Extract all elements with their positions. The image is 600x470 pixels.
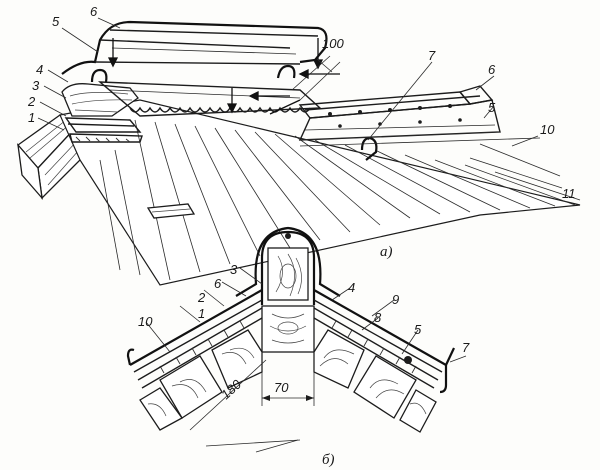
view-b: 1 2 3 4 5 6 7 8 9 10 180 70 б): [126, 226, 470, 468]
callout-b-1: 1: [198, 306, 205, 321]
center-block: [261, 305, 315, 353]
scalloped-strip: [98, 81, 322, 117]
dimension-b-70: 70: [274, 380, 289, 395]
callout-a-5b: 5: [488, 100, 496, 115]
callout-a-7: 7: [428, 48, 436, 63]
callout-b-4: 4: [348, 280, 355, 295]
callout-a-10: 10: [540, 122, 555, 137]
callout-a-5: 5: [52, 14, 60, 29]
callout-b-9: 9: [392, 292, 399, 307]
caption-b: б): [322, 452, 335, 468]
callout-b-10: 10: [138, 314, 153, 329]
installed-ridge: [298, 85, 561, 177]
left-slope: [126, 289, 263, 431]
right-slope: [313, 289, 455, 433]
rafter-end: [17, 114, 81, 201]
callout-b-8: 8: [374, 310, 382, 325]
ridge-cap-lifted: [61, 20, 328, 83]
rivets: [328, 104, 462, 128]
callout-b-2: 2: [197, 290, 206, 305]
dimension-a-100: 100: [322, 36, 344, 51]
callout-a-4: 4: [36, 62, 43, 77]
dimension-100: [291, 55, 341, 101]
callout-a-6b: 6: [488, 62, 496, 77]
callout-b-3: 3: [230, 262, 238, 277]
callout-a-11: 11: [562, 186, 576, 201]
callout-a-1: 1: [28, 110, 35, 125]
corrugation-lines: [99, 119, 581, 281]
caption-a: а): [380, 244, 393, 260]
ridge-layers-left: [61, 83, 143, 143]
leaders-a: [37, 17, 563, 189]
view-a: 1 2 3 4 5 6 5 6 7 10 11 100 а): [17, 4, 581, 286]
callout-b-7: 7: [462, 340, 470, 355]
dimensions-b: [189, 352, 315, 453]
wood-block: [146, 203, 196, 219]
leaders-b: [145, 267, 467, 363]
callout-b-5: 5: [414, 322, 422, 337]
callout-a-2: 2: [27, 94, 36, 109]
ridge-cap-section: [235, 226, 341, 297]
callout-b-6: 6: [214, 276, 222, 291]
roof-slope: [59, 99, 581, 286]
callout-a-3: 3: [32, 78, 40, 93]
ridge-log: [260, 230, 316, 305]
callout-a-6: 6: [90, 4, 98, 19]
